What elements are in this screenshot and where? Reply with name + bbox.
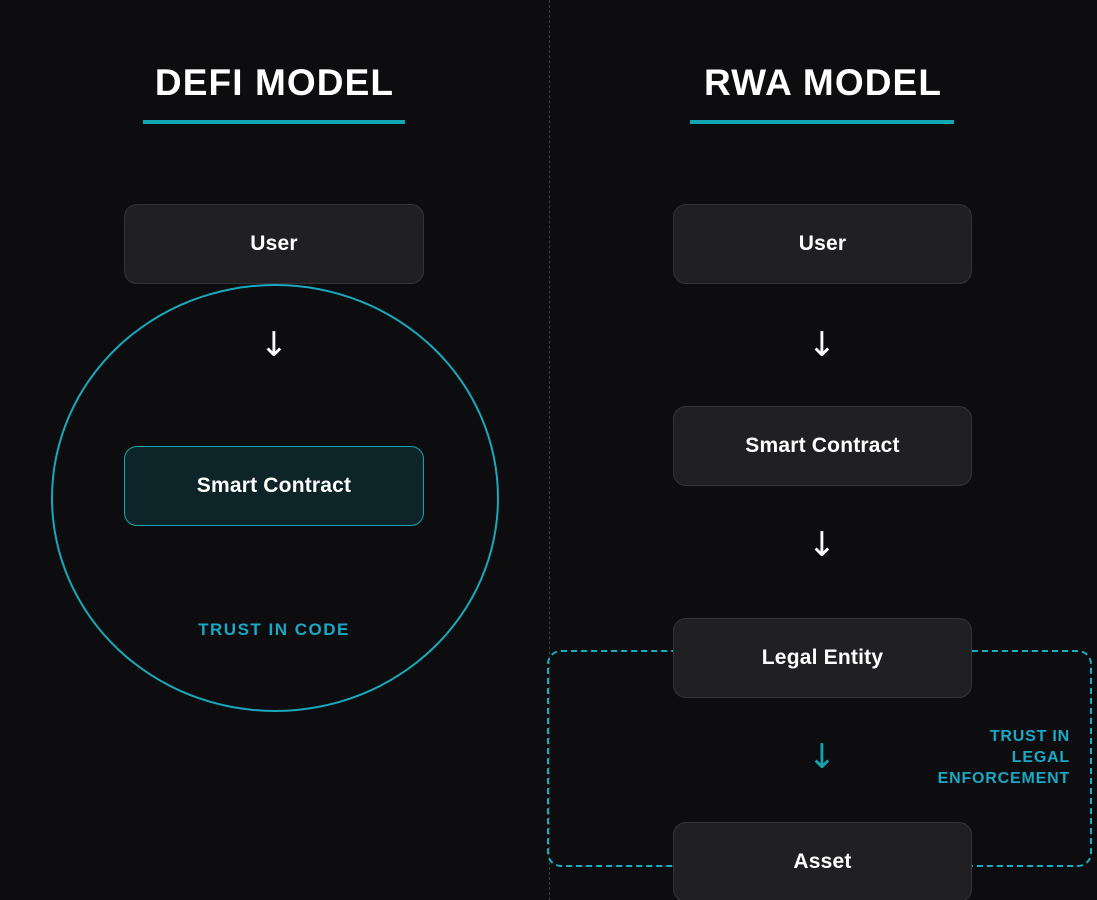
rwa-model-panel: RWA MODEL	[549, 0, 1097, 900]
trust-in-legal-enforcement-label: TRUST IN LEGAL ENFORCEMENT	[870, 726, 1070, 789]
trust-legal-line-2: LEGAL	[1011, 749, 1070, 766]
node-rwa-smart-contract[interactable]: Smart Contract	[673, 406, 972, 486]
trust-in-code-circle	[51, 284, 499, 712]
node-defi-user[interactable]: User	[124, 204, 424, 284]
rwa-title-underline	[690, 120, 954, 124]
arrow-down-icon-defi-1: ↓	[259, 325, 289, 365]
defi-title-underline	[143, 120, 405, 124]
trust-legal-line-1: TRUST IN	[989, 728, 1070, 745]
defi-model-panel: DEFI MODEL	[154, 62, 395, 103]
rwa-model-title: RWA MODEL	[703, 62, 943, 103]
node-defi-smart-contract[interactable]: Smart Contract	[124, 446, 424, 526]
defi-model-title: DEFI MODEL	[154, 62, 395, 103]
trust-in-code-label: TRUST IN CODE	[198, 620, 350, 639]
arrow-down-icon-rwa-2: ↓	[807, 525, 837, 565]
arrow-down-icon-rwa-3: ↓	[807, 737, 837, 777]
center-divider	[549, 0, 550, 900]
node-rwa-user[interactable]: User	[673, 204, 972, 284]
trust-legal-line-3: ENFORCEMENT	[937, 770, 1070, 787]
arrow-down-icon-rwa-1: ↓	[807, 325, 837, 365]
node-rwa-asset[interactable]: Asset	[673, 822, 972, 900]
node-rwa-legal-entity[interactable]: Legal Entity	[673, 618, 972, 698]
